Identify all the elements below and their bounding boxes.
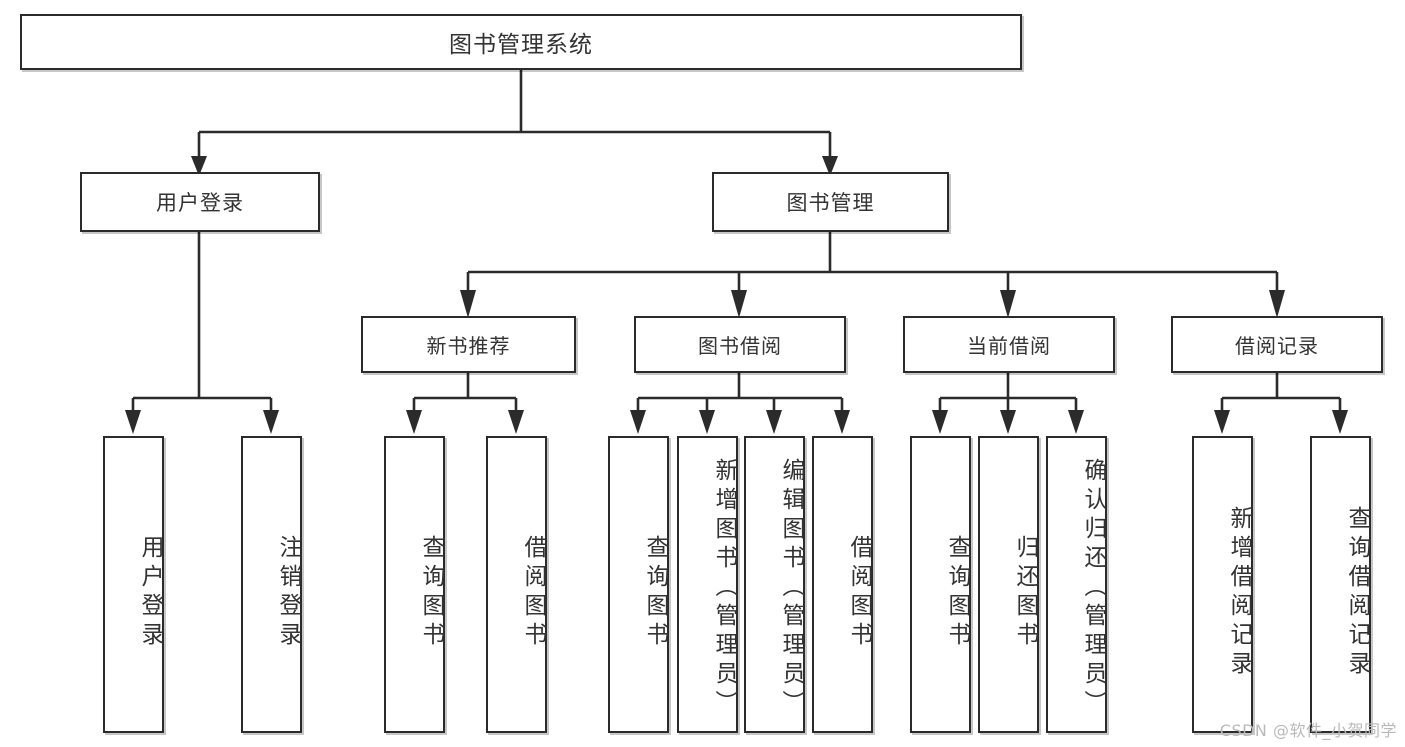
leaf-logout[interactable]: 注销登录	[241, 436, 302, 733]
leaf-query-book-current[interactable]: 查询图书	[910, 436, 971, 733]
node-book-borrow[interactable]: 图书借阅	[634, 316, 846, 373]
node-user-login[interactable]: 用户登录	[80, 172, 320, 232]
node-borrow-record[interactable]: 借阅记录	[1171, 316, 1383, 373]
csdn-watermark: CSDN @软件_小贺同学	[1219, 721, 1397, 740]
node-current-borrow[interactable]: 当前借阅	[903, 316, 1115, 373]
leaf-confirm-return-admin[interactable]: 确认归还（管理员）	[1046, 436, 1107, 733]
node-root-library-management-system[interactable]: 图书管理系统	[20, 14, 1022, 70]
leaf-query-book-borrow[interactable]: 查询图书	[608, 436, 669, 733]
leaf-user-login[interactable]: 用户登录	[103, 436, 164, 733]
leaf-borrow-book-recommend[interactable]: 借阅图书	[486, 436, 547, 733]
leaf-borrow-book[interactable]: 借阅图书	[812, 436, 873, 733]
leaf-query-book-recommend[interactable]: 查询图书	[384, 436, 445, 733]
leaf-add-borrow-record[interactable]: 新增借阅记录	[1192, 436, 1253, 733]
leaf-query-borrow-record[interactable]: 查询借阅记录	[1310, 436, 1371, 733]
leaf-return-book[interactable]: 归还图书	[978, 436, 1039, 733]
node-new-book-recommend[interactable]: 新书推荐	[361, 316, 576, 373]
leaf-add-book-admin[interactable]: 新增图书（管理员）	[677, 436, 738, 733]
node-book-management[interactable]: 图书管理	[712, 172, 949, 232]
leaf-edit-book-admin[interactable]: 编辑图书（管理员）	[744, 436, 805, 733]
